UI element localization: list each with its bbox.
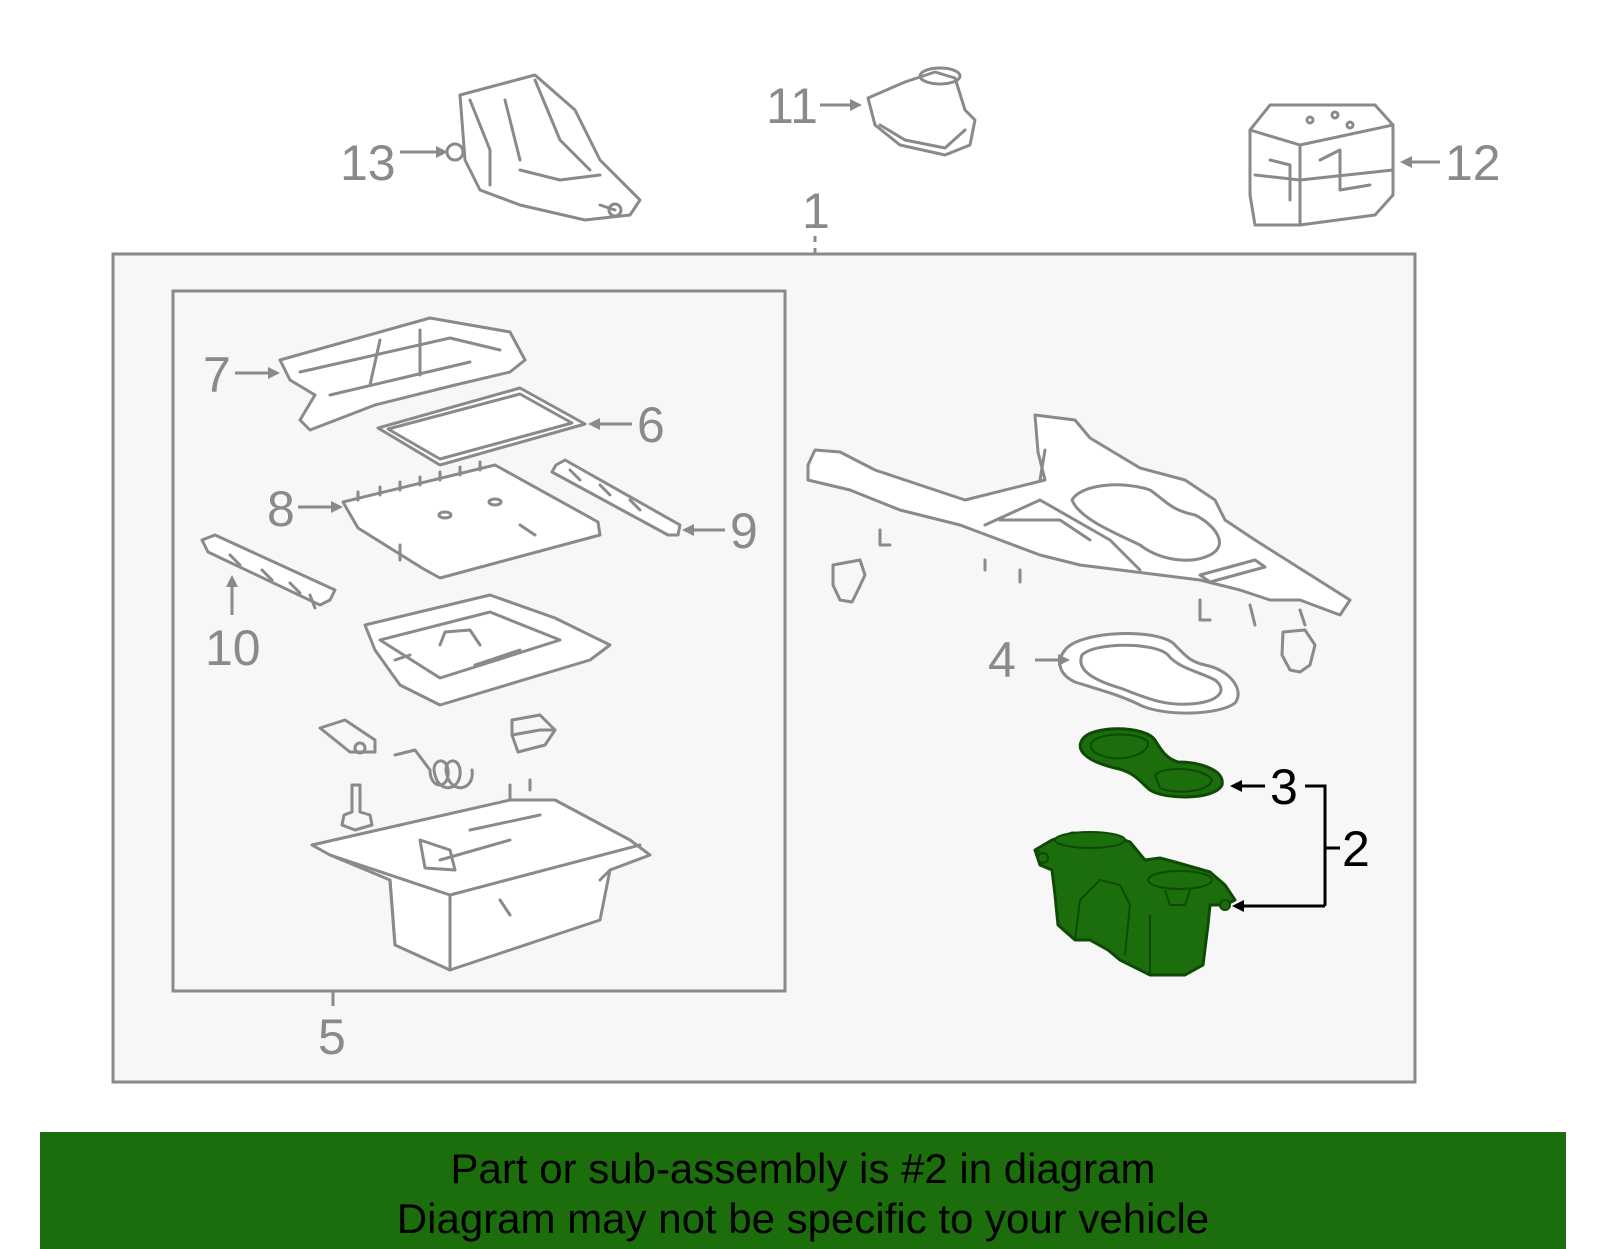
callout-2: 2: [1342, 821, 1370, 877]
part-8-lid-inner-panel: [341, 460, 602, 580]
callout-8: 8: [267, 481, 295, 537]
part-3-cupholder-mat: [1078, 727, 1224, 799]
hardware-clip: [318, 718, 377, 755]
hardware-spring: [393, 748, 474, 790]
part-11-shift-boot: [866, 66, 977, 157]
part-12-switch-module: [1248, 103, 1395, 227]
part-6-lid-pad: [376, 386, 587, 467]
callout-5: 5: [318, 1009, 346, 1065]
callout-6: 6: [637, 397, 665, 453]
part-4-cupholder-bezel: [1058, 632, 1240, 715]
armrest-base: [310, 778, 652, 972]
console-clip-right: [1280, 628, 1317, 674]
hardware-latch: [510, 713, 557, 754]
part-2-cupholder-insert: [1033, 831, 1237, 977]
callout-1: 1: [802, 183, 830, 239]
console-tray: [363, 593, 612, 707]
part-10-side-bracket: [200, 533, 337, 610]
callout-13: 13: [340, 135, 396, 191]
banner-line-1: Part or sub-assembly is #2 in diagram: [450, 1145, 1156, 1192]
info-banner: Part or sub-assembly is #2 in diagram Di…: [40, 1132, 1566, 1249]
banner-line-2: Diagram may not be specific to your vehi…: [396, 1195, 1210, 1242]
callout-3: 3: [1270, 759, 1298, 815]
part-9-hinge-bar: [550, 458, 682, 537]
console-clip-left: [831, 558, 867, 604]
callout-11: 11: [766, 78, 818, 134]
callout-12: 12: [1445, 135, 1501, 191]
callout-10: 10: [205, 620, 261, 676]
callout-4: 4: [988, 632, 1016, 688]
callout-7: 7: [203, 347, 231, 403]
callout-9: 9: [730, 503, 758, 559]
part-13-shifter-assembly: [445, 73, 642, 222]
part-7-armrest-lid: [278, 316, 527, 432]
hardware-pin: [340, 783, 374, 832]
console-upper-trim: [806, 413, 1352, 627]
